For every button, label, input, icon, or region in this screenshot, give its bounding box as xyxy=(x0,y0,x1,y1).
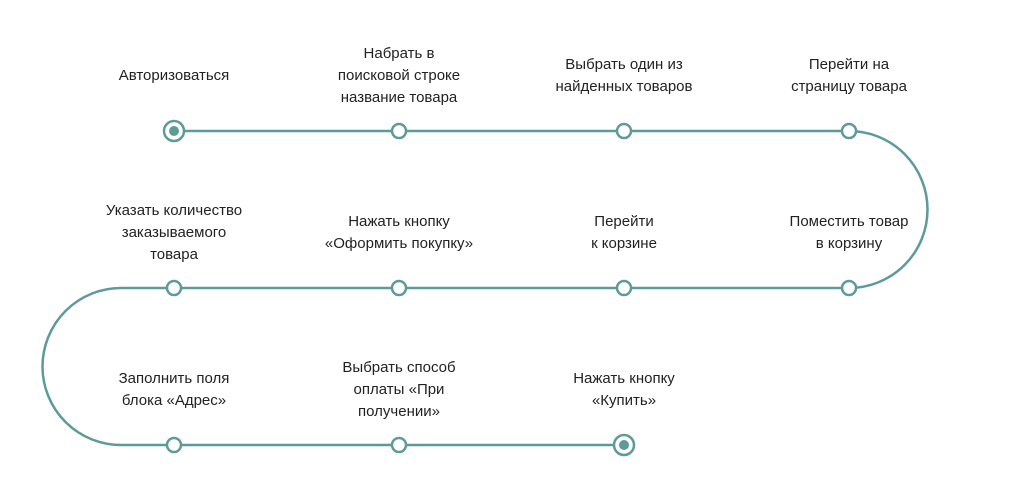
step-node-2 xyxy=(615,122,633,140)
step-label-authorize: Авторизоваться xyxy=(118,67,230,84)
step-label-add-to-cart: Поместить товар в корзину xyxy=(789,213,909,252)
node-circle xyxy=(615,122,633,140)
step-label-search: Набрать в поисковой строке название това… xyxy=(337,45,461,106)
node-circle xyxy=(840,279,858,297)
node-circle xyxy=(390,279,408,297)
step-label-address: Заполнить поля блока «Адрес» xyxy=(118,370,230,409)
step-label-quantity: Указать количество заказываемого товара xyxy=(105,202,243,263)
step-label-product-page: Перейти на страницу товара xyxy=(791,56,907,95)
step-node-5 xyxy=(615,279,633,297)
node-circle xyxy=(840,122,858,140)
node-inner-dot xyxy=(619,440,629,450)
node-circle xyxy=(615,279,633,297)
step-node-8 xyxy=(165,436,183,454)
node-circle xyxy=(390,436,408,454)
step-node-7 xyxy=(165,279,183,297)
step-label-buy: Нажать кнопку «Купить» xyxy=(573,370,675,409)
step-label-checkout: Нажать кнопку «Оформить покупку» xyxy=(324,213,474,252)
node-circle xyxy=(165,279,183,297)
step-node-6 xyxy=(390,279,408,297)
nodes-layer xyxy=(162,119,858,457)
step-node-3 xyxy=(840,122,858,140)
node-circle xyxy=(165,436,183,454)
step-label-go-to-cart: Перейти к корзине xyxy=(591,213,657,252)
step-label-choose-item: Выбрать один из найденных товаров xyxy=(555,56,693,95)
node-inner-dot xyxy=(169,126,179,136)
step-node-1 xyxy=(390,122,408,140)
step-node-0 xyxy=(162,119,186,143)
step-node-4 xyxy=(840,279,858,297)
step-node-9 xyxy=(390,436,408,454)
node-circle xyxy=(390,122,408,140)
step-label-payment: Выбрать способ оплаты «При получении» xyxy=(342,359,456,420)
step-node-10 xyxy=(612,433,636,457)
flow-path-line xyxy=(41,129,929,447)
